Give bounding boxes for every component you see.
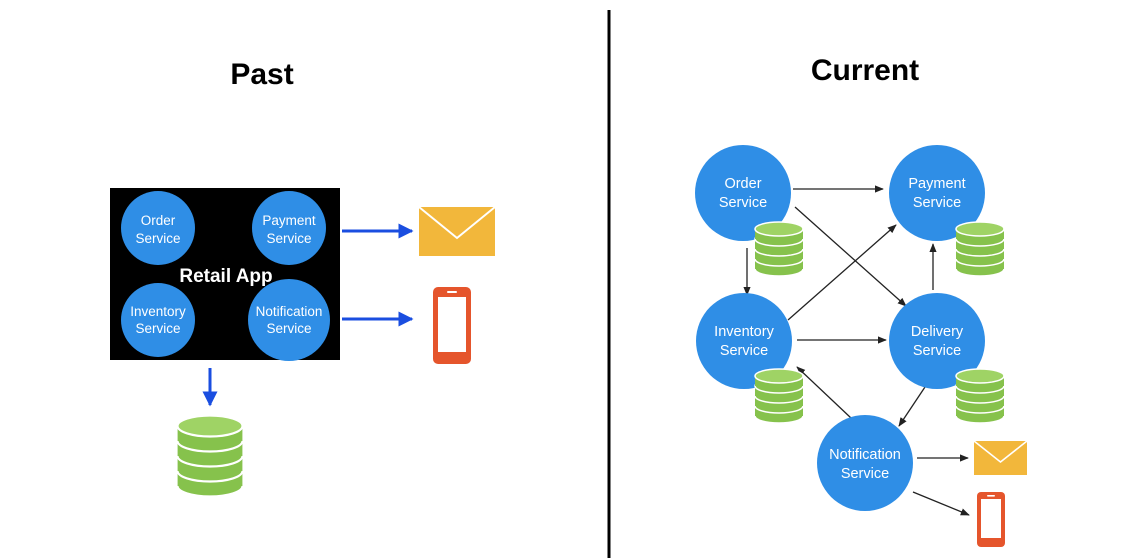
svg-text:Service: Service bbox=[720, 343, 768, 359]
past-payment-service-node: Payment Service bbox=[252, 191, 326, 265]
current-order-service-node: Order Service bbox=[695, 145, 791, 241]
email-icon bbox=[418, 206, 496, 256]
past-notification-service-node: Notification Service bbox=[248, 279, 330, 361]
svg-text:Notification: Notification bbox=[256, 304, 323, 319]
svg-text:Service: Service bbox=[841, 466, 889, 482]
mobile-phone-icon bbox=[977, 492, 1005, 547]
current-payment-service-node: Payment Service bbox=[889, 145, 985, 241]
past-title: Past bbox=[230, 58, 293, 91]
svg-text:Order: Order bbox=[141, 213, 176, 228]
svg-text:Inventory: Inventory bbox=[714, 324, 774, 340]
svg-text:Service: Service bbox=[913, 343, 961, 359]
database-icon bbox=[955, 221, 1005, 277]
current-connections bbox=[743, 185, 970, 516]
arrow-notification-to-inventory bbox=[796, 366, 852, 419]
svg-text:Delivery: Delivery bbox=[911, 324, 964, 340]
svg-text:Notification: Notification bbox=[829, 447, 901, 463]
past-inventory-service-node: Inventory Service bbox=[121, 283, 195, 357]
database-icon bbox=[754, 368, 804, 424]
database-icon bbox=[754, 221, 804, 277]
svg-text:Service: Service bbox=[266, 231, 311, 246]
svg-text:Payment: Payment bbox=[908, 176, 965, 192]
svg-text:Order: Order bbox=[724, 176, 761, 192]
svg-text:Service: Service bbox=[719, 195, 767, 211]
svg-text:Service: Service bbox=[913, 195, 961, 211]
past-order-service-node: Order Service bbox=[121, 191, 195, 265]
svg-text:Inventory: Inventory bbox=[130, 304, 186, 319]
database-icon bbox=[955, 368, 1005, 424]
retail-app-label: Retail App bbox=[179, 266, 272, 287]
mobile-phone-icon bbox=[433, 287, 471, 364]
arrow-order-to-delivery bbox=[794, 206, 907, 307]
current-inventory-service-node: Inventory Service bbox=[696, 293, 792, 389]
arrow-notification-to-phone bbox=[912, 491, 970, 516]
svg-text:Service: Service bbox=[135, 231, 180, 246]
svg-text:Service: Service bbox=[266, 321, 311, 336]
database-icon bbox=[176, 414, 244, 498]
current-title: Current bbox=[811, 54, 919, 87]
svg-text:Payment: Payment bbox=[262, 213, 316, 228]
arrow-inventory-to-payment bbox=[787, 224, 897, 321]
email-icon bbox=[973, 440, 1028, 475]
current-delivery-service-node: Delivery Service bbox=[889, 293, 985, 389]
current-notification-service-node: Notification Service bbox=[817, 415, 913, 511]
svg-text:Service: Service bbox=[135, 321, 180, 336]
arrow-delivery-to-notification bbox=[898, 386, 926, 427]
